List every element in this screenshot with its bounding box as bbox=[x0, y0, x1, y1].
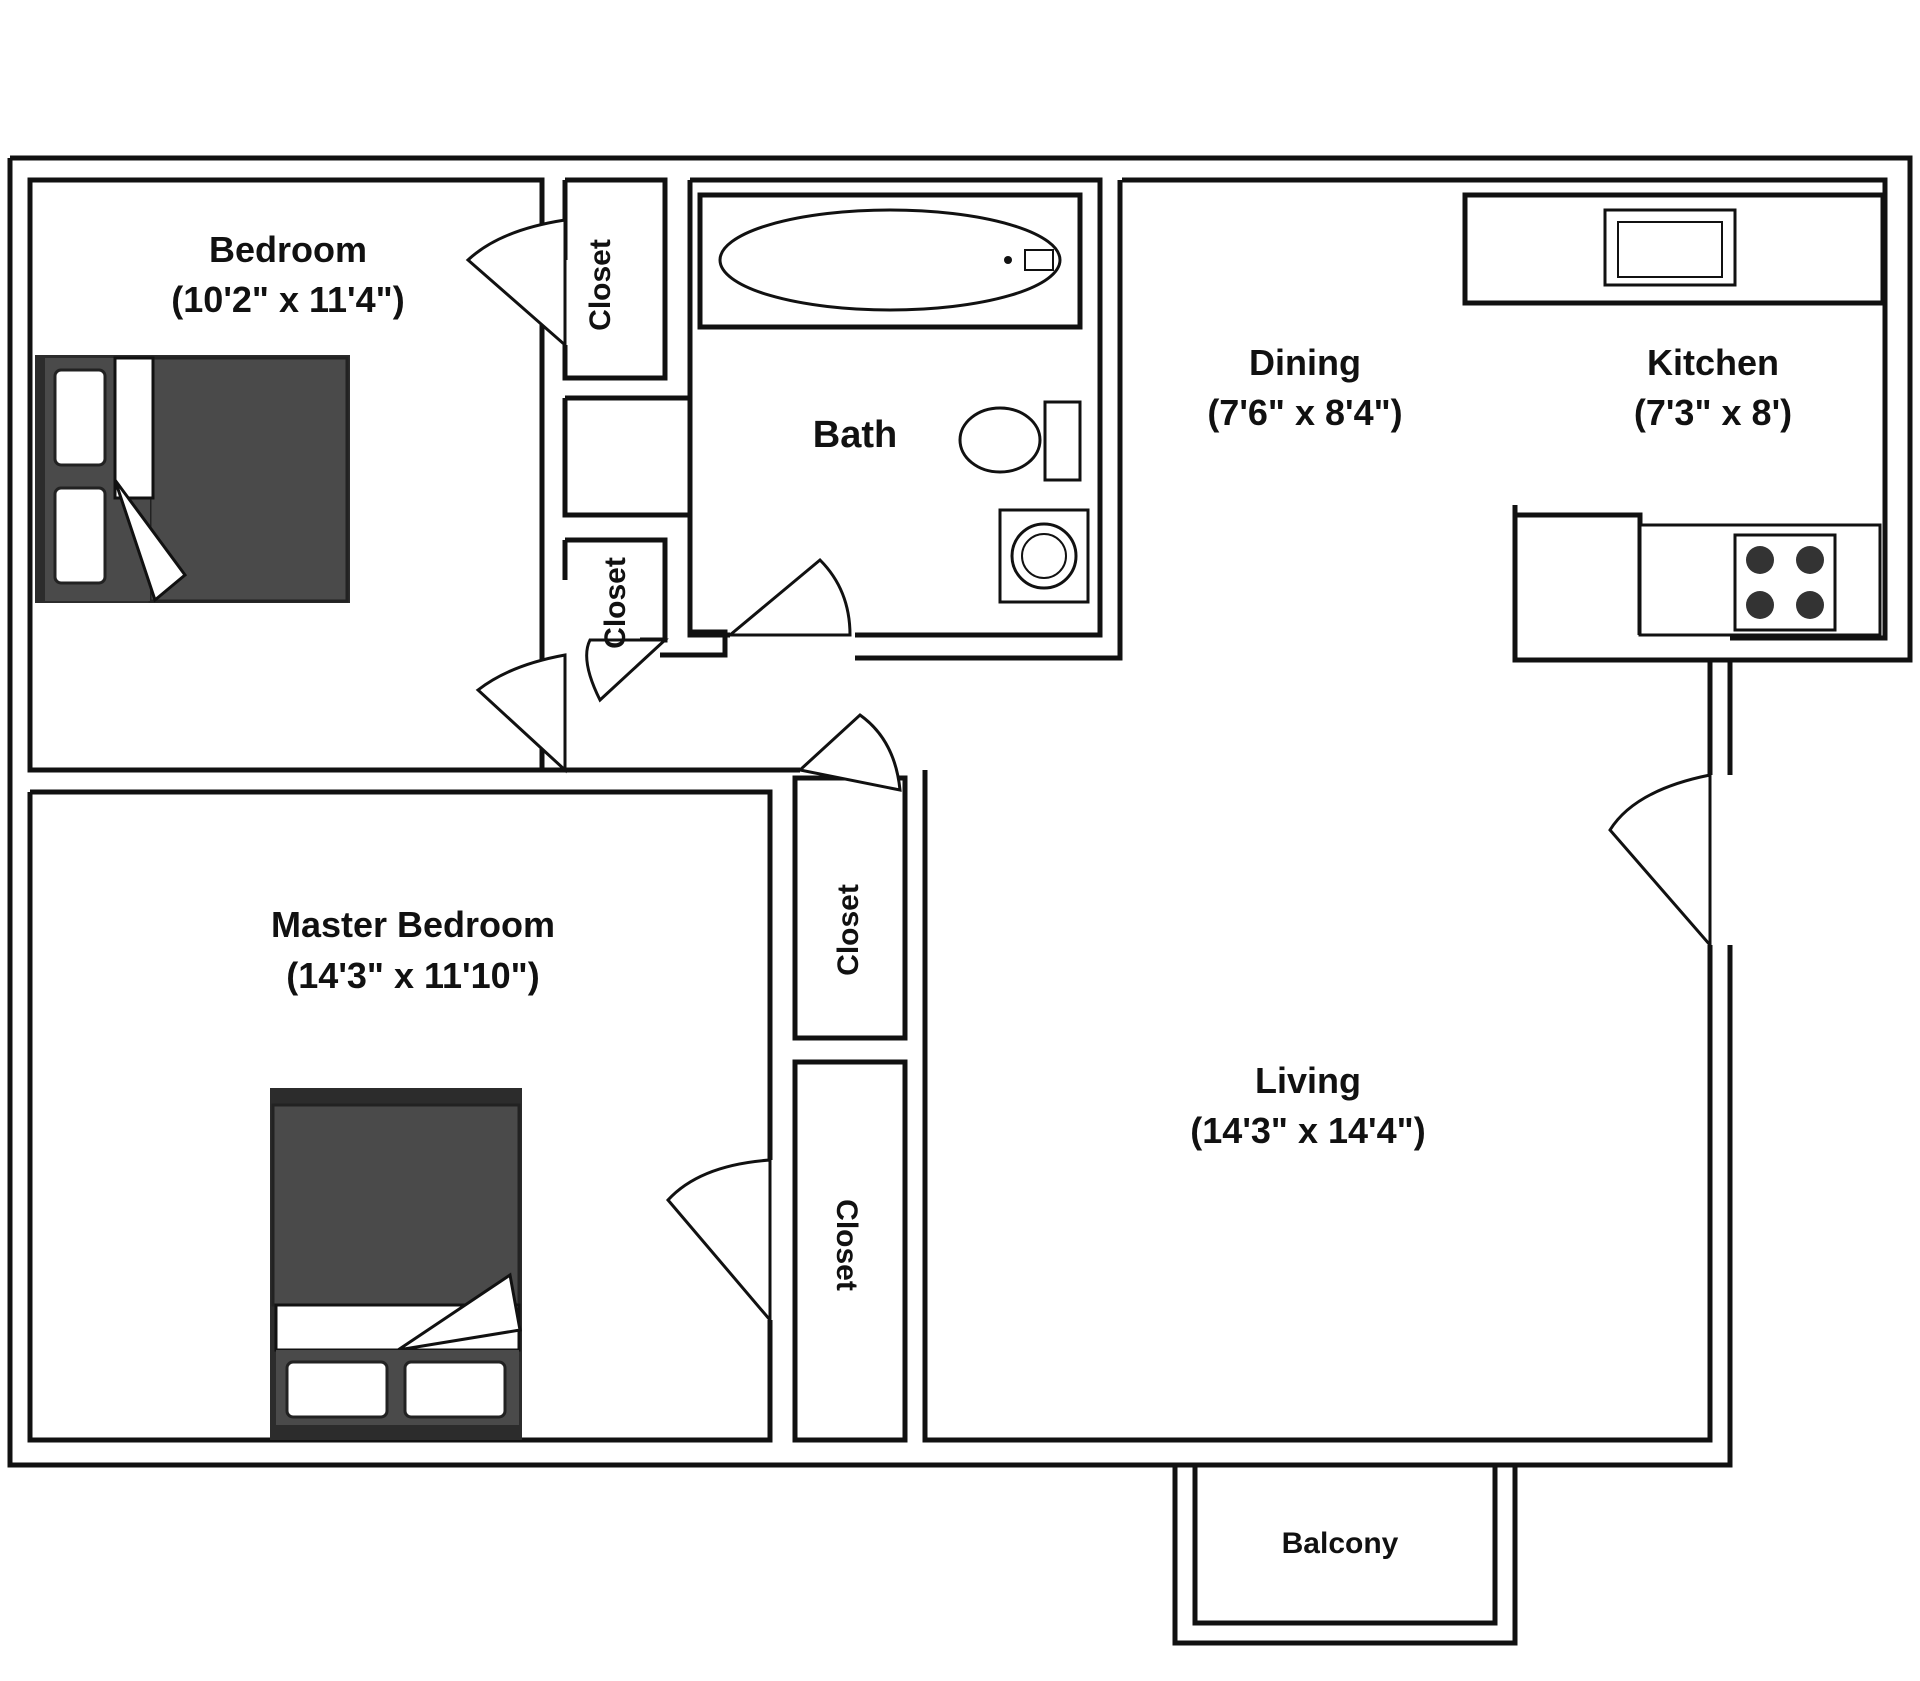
closet-label-1: Closet bbox=[584, 239, 617, 331]
dining-size: (7'6" x 8'4") bbox=[1207, 392, 1402, 433]
master-bedroom-size: (14'3" x 11'10") bbox=[286, 955, 539, 996]
bedroom-size: (10'2" x 11'4") bbox=[171, 279, 404, 320]
living-size: (14'3" x 14'4") bbox=[1190, 1110, 1425, 1151]
closet-label-4: Closet bbox=[830, 1199, 863, 1291]
bedroom-name: Bedroom bbox=[209, 229, 367, 270]
living-name: Living bbox=[1255, 1060, 1361, 1101]
bath-name: Bath bbox=[813, 414, 897, 456]
toilet bbox=[958, 400, 1082, 482]
bathtub bbox=[718, 208, 1062, 312]
closet-label-2: Closet bbox=[599, 557, 632, 649]
kitchen-size: (7'3" x 8') bbox=[1634, 392, 1792, 433]
bath-sink bbox=[998, 508, 1090, 604]
stove bbox=[1733, 533, 1837, 632]
living-room bbox=[922, 660, 1713, 1443]
balcony bbox=[1172, 1462, 1518, 1646]
bath-room bbox=[687, 177, 1123, 661]
closet-label-3: Closet bbox=[832, 884, 865, 976]
master-bed bbox=[270, 1088, 522, 1440]
master-bedroom-name: Master Bedroom bbox=[271, 904, 555, 945]
kitchen-name: Kitchen bbox=[1647, 342, 1779, 383]
balcony-name: Balcony bbox=[1282, 1527, 1399, 1560]
doors bbox=[465, 218, 1712, 1325]
bedroom-bed bbox=[35, 355, 350, 603]
dining-name: Dining bbox=[1249, 342, 1361, 383]
